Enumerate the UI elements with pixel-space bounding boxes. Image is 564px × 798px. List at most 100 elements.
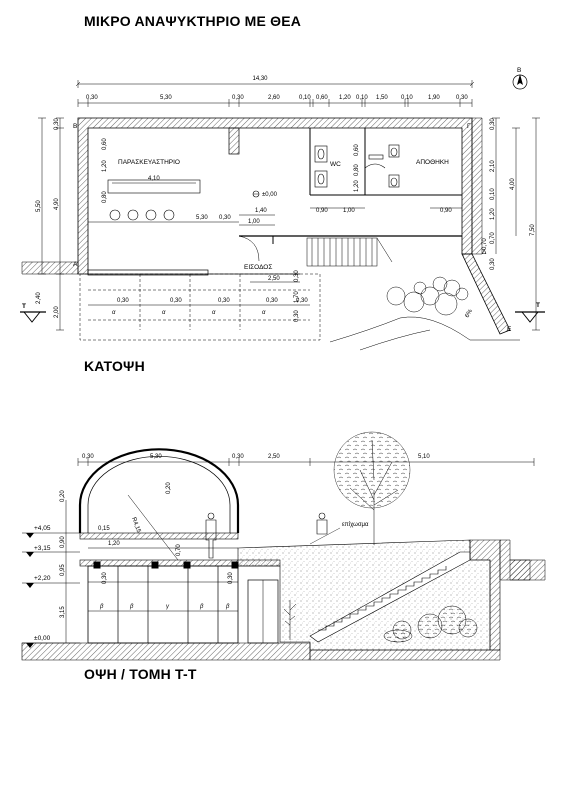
vault-roof [78,448,240,533]
total-width-label: 14,30 [252,76,268,82]
stairs [306,237,393,267]
terrace-dim-2: 1,70 [294,291,300,303]
right-dim-6: 0,70 [490,232,496,244]
interior-dim-6: 0,90 [316,208,328,214]
inner-dim-3: 0,30 [102,572,108,584]
room-storage: ΑΠΟΘΗΚΗ [416,159,449,166]
top-dim-8: 0,10 [356,95,368,101]
right-dim-4: 1,20 [490,208,496,220]
level-marker-icons [26,533,34,648]
right-dim-1: 0,30 [490,118,496,130]
interior-dim-4: 1,00 [248,219,260,225]
level-marker-icon [252,190,260,198]
trees [386,276,469,316]
top-dim-5: 0,10 [299,95,311,101]
terrace-grid [79,273,321,341]
person-figures [205,512,328,559]
inner-dim-2: 1,20 [108,541,120,547]
level-1: +4,05 [34,525,51,532]
inner-dim-6: 0,20 [166,482,172,494]
sub-dimension-line [77,99,473,107]
section-top-dimension-line [77,458,535,466]
right-dimension-lines [492,117,540,331]
interior-dim-2: 0,30 [219,215,231,221]
interior-dim-11: 0,80 [102,191,108,203]
top-dim-9: 1,50 [376,95,388,101]
interior-dim-9: 0,60 [102,138,108,150]
path-line [329,316,520,343]
top-dim-1: 0,30 [86,95,98,101]
col-dim-4: 0,30 [266,298,278,304]
bay-1: β [99,604,104,610]
ground-section [21,642,311,661]
section-top-dim-4: 2,50 [268,454,280,460]
col-spacing-2: α [162,310,166,316]
level-3: +2,20 [34,575,51,582]
right-dim-8: 0,30 [490,258,496,270]
interior-dim-1: 5,30 [196,215,208,221]
right-dim-2: 2,10 [490,160,496,172]
room-kitchen: ΠΑΡΑΣΚΕΥΑΣΤΗΡΙΟ [118,159,180,166]
top-dim-4: 2,60 [268,95,280,101]
right-dim-3: 0,10 [490,188,496,200]
plan-title: ΚΑΤΟΨΗ [84,358,145,374]
north-arrow-icon [512,74,528,90]
bay-3: γ [166,604,170,610]
left-dim-1: 0,30 [54,118,60,130]
bar-stools [109,209,175,221]
corner-b: B [73,123,77,130]
left-dim-4: 2,40 [36,292,42,304]
small-dim-2: 1,20 [354,180,360,192]
section-top-dim-2: 5,30 [150,454,162,460]
left-section-dim-3: 0,95 [60,564,66,576]
col-spacing-1: α [112,310,116,316]
room-wc: WC [330,161,341,168]
bay-2: β [129,604,134,610]
level-4: ±0,00 [34,635,51,642]
interior-dim-3: 1,40 [255,208,267,214]
fill-label: επίχωσμα [342,522,369,528]
interior-dim-8: 0,90 [440,208,452,214]
top-dim-2: 5,30 [160,95,172,101]
left-dim-5: 2,00 [54,306,60,318]
section-title: ΟΨΗ / ΤΟΜΗ Τ-Τ [84,666,197,682]
bay-5: β [225,604,230,610]
col-dim-5: 0,30 [296,298,308,304]
interior-dim-7: 1,00 [343,208,355,214]
section-top-dim-1: 0,30 [82,454,94,460]
top-dim-7: 1,20 [339,95,351,101]
corner-e: Ε [507,326,512,333]
roof-slab [79,532,239,540]
terrace-dim-3: 0,30 [294,310,300,322]
terrace-dim-1: 0,30 [294,270,300,282]
room-entrance: ΕΙΣΟΔΟΣ [244,264,272,271]
section-top-dim-5: 5,10 [418,454,430,460]
col-dim-2: 0,30 [170,298,182,304]
left-section-dim-2: 0,90 [60,536,66,548]
counter [107,179,201,194]
inner-dim-4: 0,70 [176,544,182,556]
corner-d: Δ [482,249,487,256]
interior-dim-10: 1,20 [102,160,108,172]
section-marker-left-icon [20,311,46,323]
section-mark-left: Τ [22,303,26,310]
interior-dim-12: 0,80 [354,164,360,176]
section-top-dim-3: 0,30 [232,454,244,460]
ground-left [21,261,79,275]
left-dim-3: 4,90 [54,198,60,210]
left-dim-2: 5,50 [36,200,42,212]
interior-dim-5: 2,50 [268,276,280,282]
glass-facade [87,561,279,644]
col-dim-3: 0,30 [218,298,230,304]
north-label: B [517,67,521,74]
small-plant [283,600,297,640]
slope-label: 6% [465,308,475,319]
level-lines [22,500,80,644]
section-marker-right-icon [515,311,545,323]
col-spacing-4: α [262,310,266,316]
radius-line [127,494,179,561]
wc-fixtures [314,144,400,188]
overall-dimension [75,80,475,88]
corner-g: Γ [467,123,471,130]
